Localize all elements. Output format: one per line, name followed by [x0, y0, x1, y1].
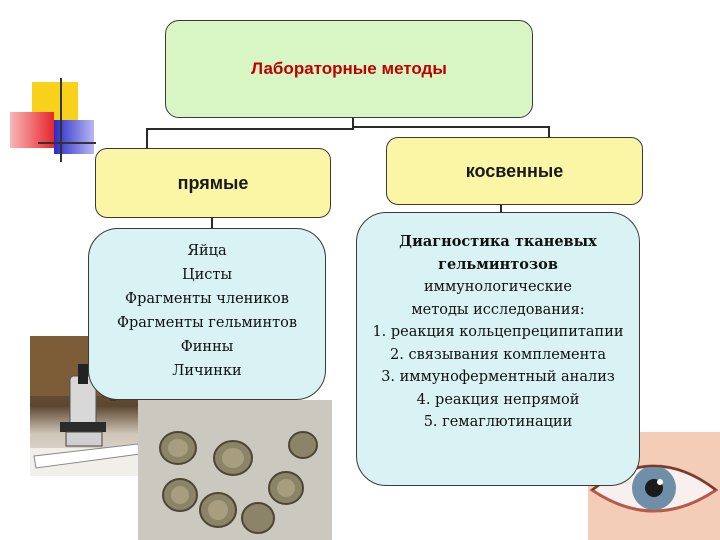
connector-title-down	[352, 118, 354, 130]
list-item: 1. реакция кольцепреципитапии	[372, 324, 624, 340]
connector-to-indirect	[548, 126, 550, 137]
diagram-title: Лабораторные методы	[251, 59, 447, 78]
microscope-image	[30, 336, 142, 476]
corner-line-horizontal	[38, 142, 96, 144]
corner-line-vertical	[60, 78, 62, 162]
list-item: 2. связывания комплемента	[390, 346, 606, 363]
category-indirect-box: косвенные	[386, 137, 643, 205]
category-direct-box: прямые	[95, 148, 331, 218]
eggs-icon	[138, 400, 332, 540]
microscope-icon	[30, 336, 142, 476]
title-box: Лабораторные методы	[165, 20, 533, 118]
list-item: 5. гемаглютинации	[423, 414, 573, 430]
direct-methods-list: Яйца Цисты Фрагменты члеников Фрагменты …	[88, 228, 326, 400]
connector-indirect-list	[500, 205, 502, 212]
indirect-heading-line: гельминтозов	[438, 255, 558, 273]
helminth-eggs-micrograph	[138, 400, 332, 540]
list-item: Яйца	[187, 243, 227, 259]
indirect-intro-line: иммунологические	[424, 279, 572, 295]
connector-direct-list	[211, 218, 213, 228]
list-item: 3. иммуноферментный анализ	[381, 369, 615, 385]
category-indirect-label: косвенные	[465, 160, 564, 181]
list-item: Личинки	[172, 363, 242, 379]
indirect-methods-list: Диагностика тканевых гельминтозов иммуно…	[356, 212, 640, 486]
connector-horizontal-right	[354, 126, 550, 128]
category-direct-label: прямые	[177, 172, 249, 193]
indirect-intro-line: методы исследования:	[411, 301, 585, 318]
list-item: Финны	[180, 339, 234, 355]
indirect-heading-line: Диагностика тканевых	[399, 233, 597, 250]
list-item: 4. реакция непрямой	[416, 391, 580, 408]
list-item: Фрагменты члеников	[125, 291, 289, 307]
list-item: Фрагменты гельминтов	[116, 315, 298, 331]
connector-horizontal-left	[146, 128, 354, 130]
list-item: Цисты	[182, 267, 232, 283]
connector-to-direct	[146, 128, 148, 148]
